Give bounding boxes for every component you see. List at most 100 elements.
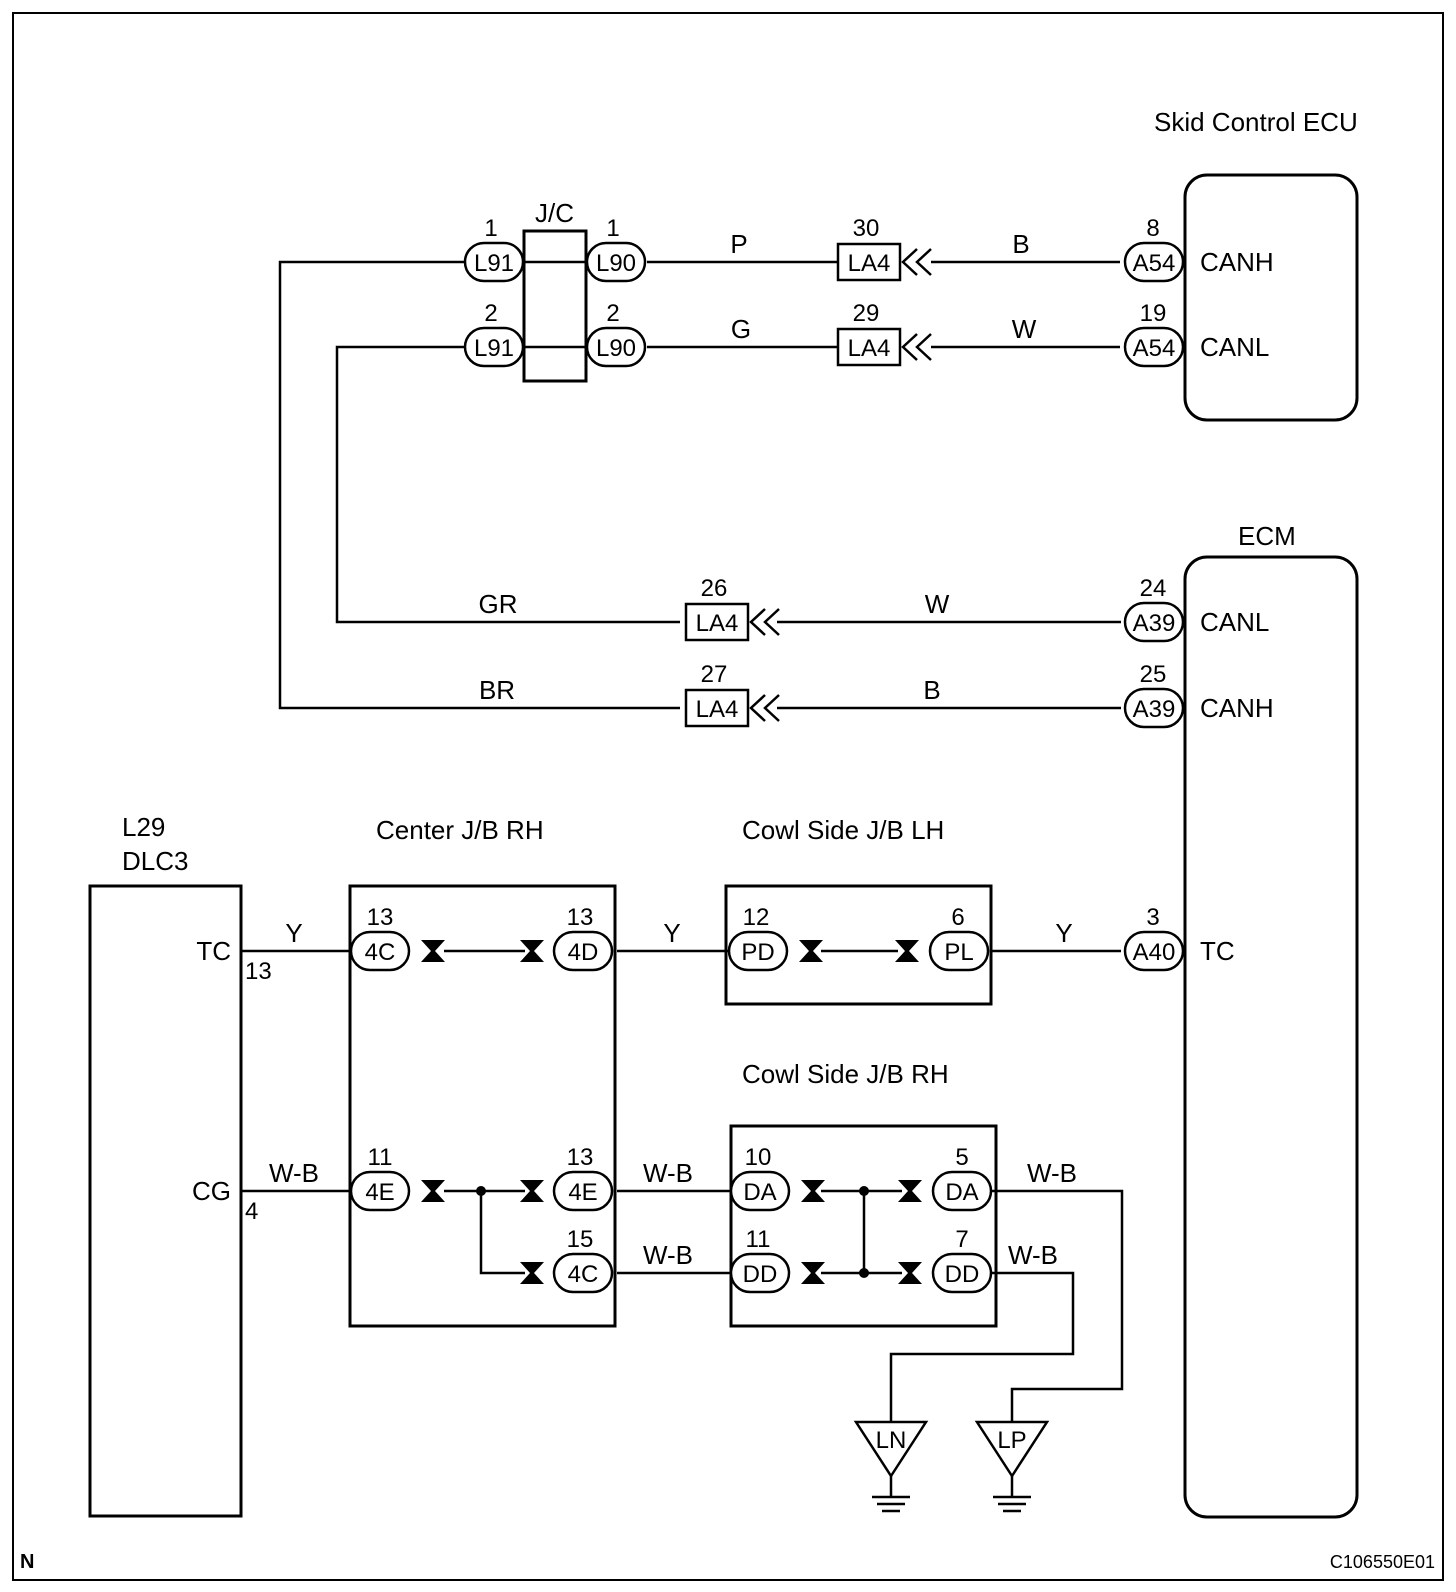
bowtie-markers	[421, 940, 922, 1284]
svg-text:1: 1	[606, 215, 619, 242]
ground-ln: LN	[853, 1420, 929, 1513]
svg-text:11: 11	[746, 1226, 771, 1253]
dlc3-name: DLC3	[122, 846, 188, 876]
svg-text:27: 27	[701, 661, 728, 688]
wire-color-p: P	[730, 229, 747, 259]
svg-text:A40: A40	[1133, 939, 1176, 966]
svg-text:LA4: LA4	[848, 335, 891, 362]
svg-text:4C: 4C	[568, 1261, 599, 1288]
svg-text:PL: PL	[944, 939, 973, 966]
wire-color-w: W	[1012, 314, 1037, 344]
dlc3-pin-cg-num: 4	[245, 1198, 258, 1225]
splice-dot	[859, 1186, 869, 1196]
svg-text:6: 6	[951, 904, 964, 931]
svg-text:2: 2	[484, 300, 497, 327]
svg-text:L90: L90	[596, 335, 636, 362]
svg-text:DA: DA	[743, 1179, 776, 1206]
svg-text:5: 5	[955, 1144, 968, 1171]
svg-text:L91: L91	[474, 335, 514, 362]
skid-pin-canl: CANL	[1200, 332, 1269, 362]
connector-la4-27: LA4 27	[684, 661, 781, 728]
svg-text:26: 26	[701, 575, 728, 602]
svg-text:A39: A39	[1133, 696, 1176, 723]
svg-text:24: 24	[1140, 575, 1167, 602]
svg-text:10: 10	[745, 1144, 772, 1171]
svg-text:1: 1	[484, 215, 497, 242]
wire-color-b: B	[1012, 229, 1029, 259]
svg-text:4D: 4D	[568, 939, 599, 966]
ecm-pin-canh: CANH	[1200, 693, 1274, 723]
wire-color-b: B	[923, 675, 940, 705]
svg-text:L90: L90	[596, 250, 636, 277]
svg-text:LA4: LA4	[696, 696, 739, 723]
svg-text:4C: 4C	[365, 939, 396, 966]
wire-color-w-b: W-B	[643, 1240, 693, 1270]
svg-text:30: 30	[853, 215, 880, 242]
skid-control-ecu-title: Skid Control ECU	[1154, 107, 1358, 137]
wire-color-w-b: W-B	[269, 1158, 319, 1188]
wire-color-gr: GR	[479, 589, 518, 619]
corner-mark: N	[20, 1551, 34, 1573]
svg-text:L91: L91	[474, 250, 514, 277]
skid-control-ecu-box	[1183, 173, 1359, 422]
wire-color-y: Y	[1055, 918, 1072, 948]
svg-text:13: 13	[367, 904, 394, 931]
svg-text:13: 13	[567, 904, 594, 931]
diagram-frame	[12, 12, 1444, 1581]
svg-text:19: 19	[1140, 300, 1167, 327]
splice-dot	[476, 1186, 486, 1196]
dlc3-pin-tc: TC	[196, 936, 231, 966]
ecm-pin-canl: CANL	[1200, 607, 1269, 637]
svg-text:13: 13	[567, 1144, 594, 1171]
cowl-side-jb-rh-box	[729, 1124, 998, 1328]
cowl-side-jb-lh-title: Cowl Side J/B LH	[742, 815, 944, 845]
ecm-pin-tc: TC	[1200, 936, 1235, 966]
jc-title: J/C	[535, 198, 574, 228]
dlc3-pin-cg: CG	[192, 1176, 231, 1206]
svg-text:DA: DA	[945, 1179, 978, 1206]
svg-text:11: 11	[368, 1144, 393, 1171]
svg-text:DD: DD	[945, 1261, 980, 1288]
splice-dot	[859, 1268, 869, 1278]
connector-la4-30: LA4 30	[836, 215, 933, 282]
ground-lp: LP	[974, 1420, 1050, 1513]
svg-text:PD: PD	[741, 939, 774, 966]
wire-color-w-b: W-B	[643, 1158, 693, 1188]
svg-text:29: 29	[853, 300, 880, 327]
connector-da-10: DA 10	[729, 1144, 791, 1212]
svg-text:LN: LN	[876, 1427, 907, 1454]
svg-text:A39: A39	[1133, 610, 1176, 637]
svg-text:3: 3	[1146, 904, 1159, 931]
svg-text:25: 25	[1140, 661, 1167, 688]
svg-text:8: 8	[1146, 215, 1159, 242]
skid-pin-canh: CANH	[1200, 247, 1274, 277]
svg-text:2: 2	[606, 300, 619, 327]
center-jb-rh-title: Center J/B RH	[376, 815, 544, 845]
svg-text:4E: 4E	[568, 1179, 597, 1206]
dlc3-pin-tc-num: 13	[245, 958, 272, 985]
ecm-box	[1183, 555, 1359, 1519]
connector-dd-7: DD7	[931, 1226, 993, 1294]
wire-color-y: Y	[663, 918, 680, 948]
svg-text:LA4: LA4	[848, 250, 891, 277]
svg-text:DD: DD	[743, 1261, 778, 1288]
jc-box	[522, 229, 588, 383]
connector-da-5: DA 5	[931, 1144, 993, 1212]
wire-color-w: W	[925, 589, 950, 619]
wire-color-y: Y	[285, 918, 302, 948]
